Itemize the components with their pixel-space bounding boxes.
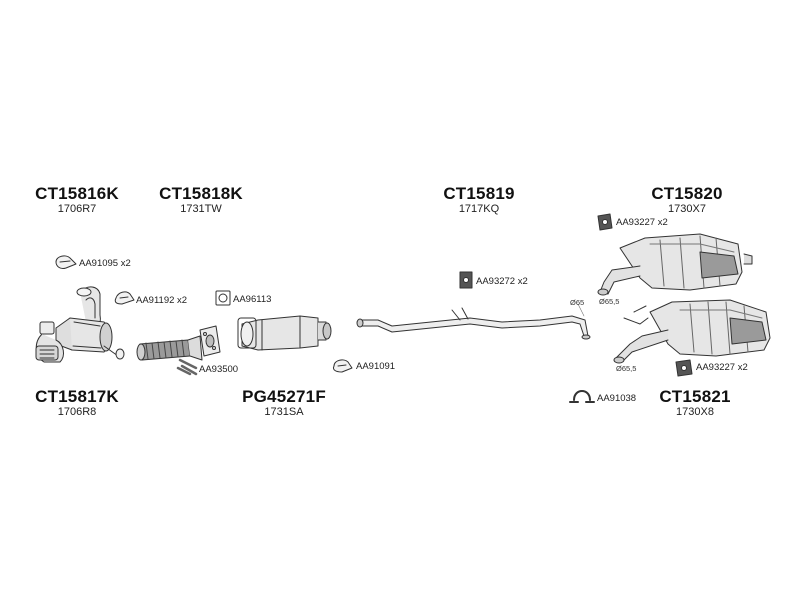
accessory-label: AA91192 x2 [136,295,188,306]
accessory-label: AA91038 [597,393,637,404]
clamp-icon [569,390,595,403]
accessory-label: AA91091 [356,361,396,372]
rubber-mount-icon [675,359,693,377]
bolt-kit-icon [176,358,198,376]
dimension-label: Ø65 [570,298,585,307]
part-label-ct15821: CT15821 1730X8 [640,387,750,418]
accessory-label: AA91095 x2 [79,258,131,269]
rubber-mount-icon [597,213,613,231]
rear-silencer-upper-drawing[interactable] [597,233,753,296]
part-label-pg45271f: PG45271F 1731SA [228,387,340,418]
accessory-label: AA96113 [233,294,272,305]
catalytic-converter-drawing[interactable] [35,286,125,363]
part-subcode: 1731TW [180,203,222,215]
accessory-label: AA93227 x2 [696,362,748,373]
part-subcode: 1730X7 [668,203,706,215]
accessory-label: AA93227 x2 [616,217,668,228]
clamp-icon [55,255,77,269]
part-code: PG45271F [242,387,326,406]
part-code: CT15821 [659,387,731,406]
accessory-label: AA93500 [199,364,239,375]
flex-pipe-drawing[interactable] [136,325,221,361]
part-label-ct15818k: CT15818K 1731TW [146,184,256,215]
clamp-icon [333,359,353,373]
part-label-ct15817k: CT15817K 1706R8 [22,387,132,418]
dimension-label: Ø65,5 [599,297,620,306]
part-code: CT15820 [651,184,723,203]
part-label-ct15820: CT15820 1730X7 [632,184,742,215]
part-subcode: 1706R7 [57,203,97,215]
particle-filter-drawing[interactable] [237,315,332,351]
intermediate-pipe-drawing[interactable] [356,307,591,340]
part-code: CT15816K [35,184,119,203]
part-label-ct15819: CT15819 1717KQ [424,184,534,215]
rear-silencer-lower-drawing[interactable] [613,299,771,364]
part-subcode: 1730X8 [676,406,714,418]
part-code: CT15818K [159,184,243,203]
rubber-mount-icon [459,271,473,289]
part-subcode: 1731SA [264,406,304,418]
dimension-label: Ø65,5 [616,364,637,373]
accessory-label: AA93272 x2 [476,276,528,287]
part-code: CT15819 [443,184,515,203]
part-label-ct15816k: CT15816K 1706R7 [22,184,132,215]
part-subcode: 1706R8 [57,406,97,418]
part-subcode: 1717KQ [458,203,500,215]
clamp-icon [114,291,135,305]
part-code: CT15817K [35,387,119,406]
gasket-icon [215,290,231,306]
